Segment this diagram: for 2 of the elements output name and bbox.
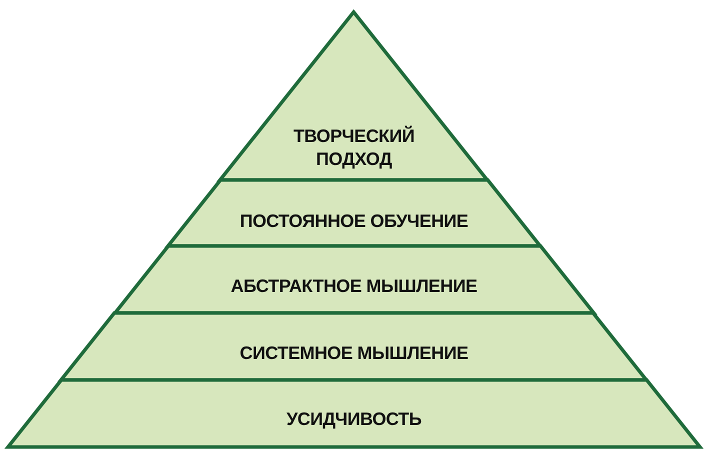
level-label: СИСТЕМНОЕ МЫШЛЕНИЕ (238, 342, 470, 364)
level-label: ПОСТОЯННОЕ ОБУЧЕНИЕ (238, 210, 470, 232)
